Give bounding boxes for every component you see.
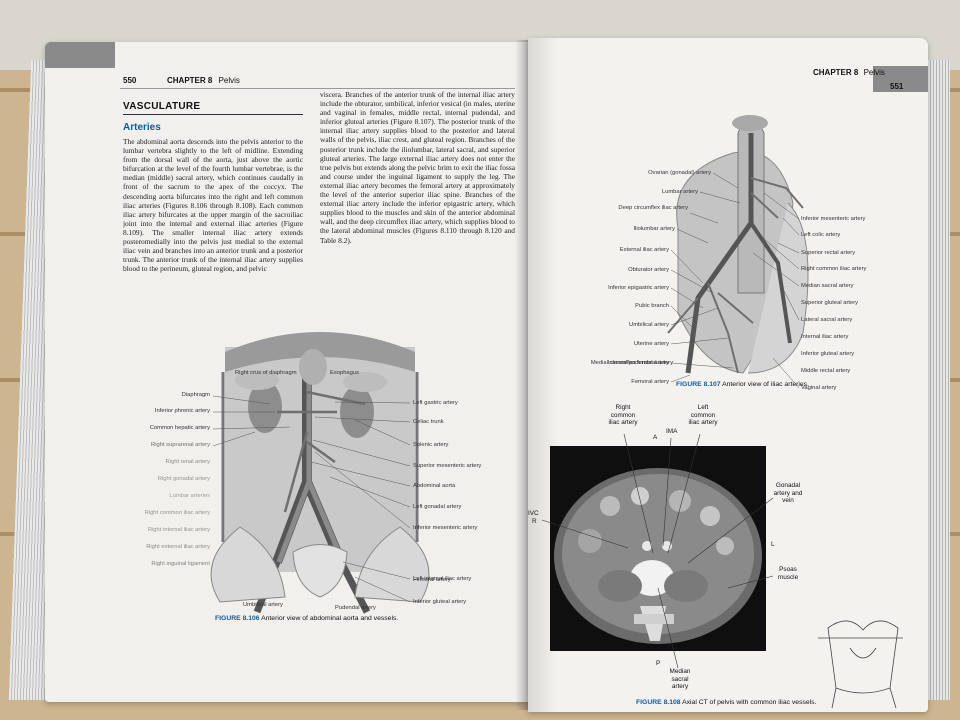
page-number: 551 xyxy=(890,82,904,91)
running-header: CHAPTER 8 Pelvis xyxy=(813,68,885,77)
ct-label-gonadal: Gonadal artery and vein xyxy=(773,482,803,504)
ct-label-psoas: Psoas muscle xyxy=(777,566,799,581)
fig106-leader-lines xyxy=(212,395,411,603)
figure-8-108: Right common iliac artery IMA Left commo… xyxy=(528,398,928,712)
fig106-label: Lumbar arteries xyxy=(169,493,210,499)
fig106-label: Right renal artery xyxy=(165,459,210,465)
fig107-label: Inferior epigastric artery xyxy=(608,285,669,291)
caption-text: Axial CT of pelvis with common iliac ves… xyxy=(682,699,817,706)
fig106-label: Pudendal artery xyxy=(335,605,376,611)
fig107-label: Inferior gluteal artery xyxy=(801,351,855,357)
body-paragraph-1: The abdominal aorta descends into the pe… xyxy=(123,137,303,274)
fig106-label: Left gastric artery xyxy=(413,400,458,406)
orientation-pelvis-sketch xyxy=(818,620,903,709)
fig108-leader-lines xyxy=(541,433,774,669)
fig106-label: Right common iliac artery xyxy=(144,510,210,516)
right-page: CHAPTER 8 Pelvis 551 Ovarian (gonadal) a… xyxy=(528,38,928,712)
fig106-label: Left gonadal artery xyxy=(413,504,462,510)
ct-scan-image xyxy=(550,446,766,651)
caption-text: Anterior view of abdominal aorta and ves… xyxy=(261,615,399,622)
fig107-label: Deep circumflex iliac artery xyxy=(618,205,688,211)
fig107-label: Femoral artery xyxy=(631,379,669,385)
ct-orient-l: L xyxy=(771,541,775,548)
fig107-label: Left colic artery xyxy=(801,232,841,238)
fig107-label: Right common iliac artery xyxy=(801,266,867,272)
fig106-label: Femoral artery xyxy=(413,577,451,583)
fig107-label: Pubic branch xyxy=(635,303,669,309)
ct-label-ivc: IVC xyxy=(528,510,539,517)
ct-orient-a: A xyxy=(653,434,658,441)
fig107-label: Iliolumbar artery xyxy=(633,226,675,232)
fig106-label: Splenic artery xyxy=(413,442,449,448)
fig106-label: Inferior phrenic artery xyxy=(154,408,210,414)
chapter-title: Pelvis xyxy=(863,68,885,77)
fig106-label: Right internal iliac artery xyxy=(147,527,210,533)
fig106-label: Superior mesenteric artery xyxy=(413,463,482,469)
fig106-label: Right gonadal artery xyxy=(157,476,210,482)
page-number: 550 xyxy=(123,76,137,85)
fig106-label: Common hepatic artery xyxy=(149,425,210,431)
fig107-leader-lines xyxy=(670,172,800,389)
ct-anatomy xyxy=(554,468,762,644)
fig107-label: Internal pudendal artery xyxy=(607,360,669,366)
section-heading: VASCULATURE xyxy=(123,101,201,112)
fig107-label: Inferior mesenteric artery xyxy=(801,216,866,222)
fig106-label: Diaphragm xyxy=(181,392,210,398)
fig107-label: Middle rectal artery xyxy=(801,368,851,374)
fig107-label: Vaginal artery xyxy=(801,385,837,391)
aorta-illustration xyxy=(210,332,430,614)
fig107-label: Lateral sacral artery xyxy=(801,317,853,323)
caption-number: FIGURE 8.108 xyxy=(636,699,681,706)
ct-label-ima: IMA xyxy=(666,428,678,435)
chapter-label: CHAPTER 8 xyxy=(813,68,859,77)
ct-label-left-common-iliac: Left common iliac artery xyxy=(688,404,718,426)
running-header: CHAPTER 8 Pelvis xyxy=(167,76,240,85)
figure-8-107: Ovarian (gonadal) artery Lumbar artery D… xyxy=(528,83,928,393)
fig106-label: Esophagus xyxy=(330,370,360,376)
ct-label-median-sacral: Median sacral artery xyxy=(669,668,691,690)
caption-number: FIGURE 8.106 xyxy=(215,615,260,622)
fig106-label: Right external iliac artery xyxy=(146,544,210,550)
page-tab-bar xyxy=(873,66,928,92)
fig106-label: Inferior gluteal artery xyxy=(413,599,467,605)
fig106-label: Right inguinal ligament xyxy=(151,561,210,567)
iliac-arteries-illustration xyxy=(667,115,809,374)
fig106-label: Abdominal aorta xyxy=(413,483,456,489)
caption-text: Anterior view of iliac arteries. xyxy=(722,381,809,388)
fig106-label: Inferior mesenteric artery xyxy=(413,525,478,531)
fig106-label: Right suprarenal artery xyxy=(151,442,210,448)
fig107-label: Umbilical artery xyxy=(629,322,669,328)
chapter-label: CHAPTER 8 xyxy=(167,76,213,85)
header-rule xyxy=(120,88,515,89)
caption-number: FIGURE 8.107 xyxy=(676,381,721,388)
fig106-label: Left internal iliac artery xyxy=(413,576,472,582)
figure-8-106-caption: FIGURE 8.106 Anterior view of abdominal … xyxy=(215,615,398,622)
fig107-label: Median sacral artery xyxy=(801,283,854,289)
fig107-label: Internal iliac artery xyxy=(801,334,849,340)
page-tab-bar xyxy=(45,42,115,68)
fig107-label: Obturator artery xyxy=(628,267,669,273)
figure-8-108-caption: FIGURE 8.108 Axial CT of pelvis with com… xyxy=(636,699,816,706)
fig107-label: Uterine artery xyxy=(633,341,669,347)
section-rule xyxy=(123,114,303,115)
subheading: Arteries xyxy=(123,122,161,133)
ct-orient-r: R xyxy=(532,518,537,525)
ct-label-right-common-iliac: Right common iliac artery xyxy=(608,404,638,426)
fig106-label: Right crus of diaphragm xyxy=(235,370,297,376)
chapter-title: Pelvis xyxy=(218,76,240,85)
fig107-label: Superior gluteal artery xyxy=(801,300,859,306)
ct-orient-p: P xyxy=(656,660,661,667)
fig107-label: Superior rectal artery xyxy=(801,250,856,256)
fig107-label: External iliac artery xyxy=(619,247,669,253)
fig107-label: Ovarian (gonadal) artery xyxy=(648,170,711,176)
fig106-label: Celiac trunk xyxy=(413,419,444,425)
fig107-label: Lumbar artery xyxy=(661,189,698,195)
figure-8-107-caption: FIGURE 8.107 Anterior view of iliac arte… xyxy=(676,381,809,388)
left-page: 550 CHAPTER 8 Pelvis VASCULATURE Arterie… xyxy=(45,42,530,702)
fig106-label: Umbilical artery xyxy=(243,602,283,608)
body-paragraph-2: viscera. Branches of the anterior trunk … xyxy=(320,90,515,245)
fig107-label: Medial circumflex femoral artery xyxy=(590,360,673,366)
figure-8-106: Right crus of diaphragm Esophagus Diaphr… xyxy=(45,312,530,614)
